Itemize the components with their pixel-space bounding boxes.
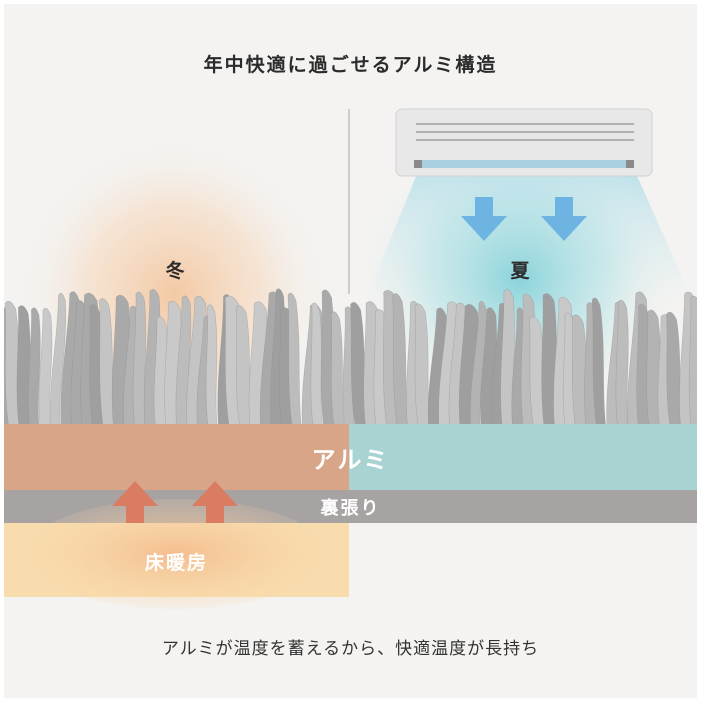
aluminum-layer-cool [349,424,697,490]
cool-air-arrow-icon-left [461,197,507,241]
cool-air-arrow-icon-right [541,197,587,241]
pile-strand [330,311,345,427]
floor-heating-glow [26,499,326,609]
pile-strand [49,293,66,427]
structure-diagram [4,108,697,609]
aluminum-layer-warm [4,424,349,490]
diagram-canvas: 年中快適に過ごせるアルミ構造 冬 夏 アルミ 裏張り 床暖房 アルミが温度を蓄え… [4,4,697,698]
floor-heating-label: 床暖房 [144,552,208,574]
pile-strand [310,302,323,427]
caption-text: アルミが温度を蓄えるから、快適温度が長持ち [161,639,540,659]
pile-strand [205,304,218,427]
pile-strand [615,299,629,427]
backing-layer-label: 裏張り [320,498,381,519]
pile-strand [38,307,53,427]
carpet-pile [4,288,697,427]
heat-arrow-icon-right [192,481,238,523]
air-conditioner-icon [395,108,653,177]
summer-label: 夏 [510,260,530,282]
winter-label: 冬 [165,260,185,282]
pile-strand [414,303,431,427]
page-title: 年中快適に過ごせるアルミ構造 [203,54,498,76]
pile-strand [132,291,147,427]
pile-strand [27,307,41,427]
pile-strand [287,292,302,427]
aluminum-layer-label: アルミ [311,446,390,474]
pile-strand [591,297,607,427]
heat-arrow-icon-left [112,481,158,523]
pile-strand [688,296,697,427]
pile-strand [392,293,409,427]
